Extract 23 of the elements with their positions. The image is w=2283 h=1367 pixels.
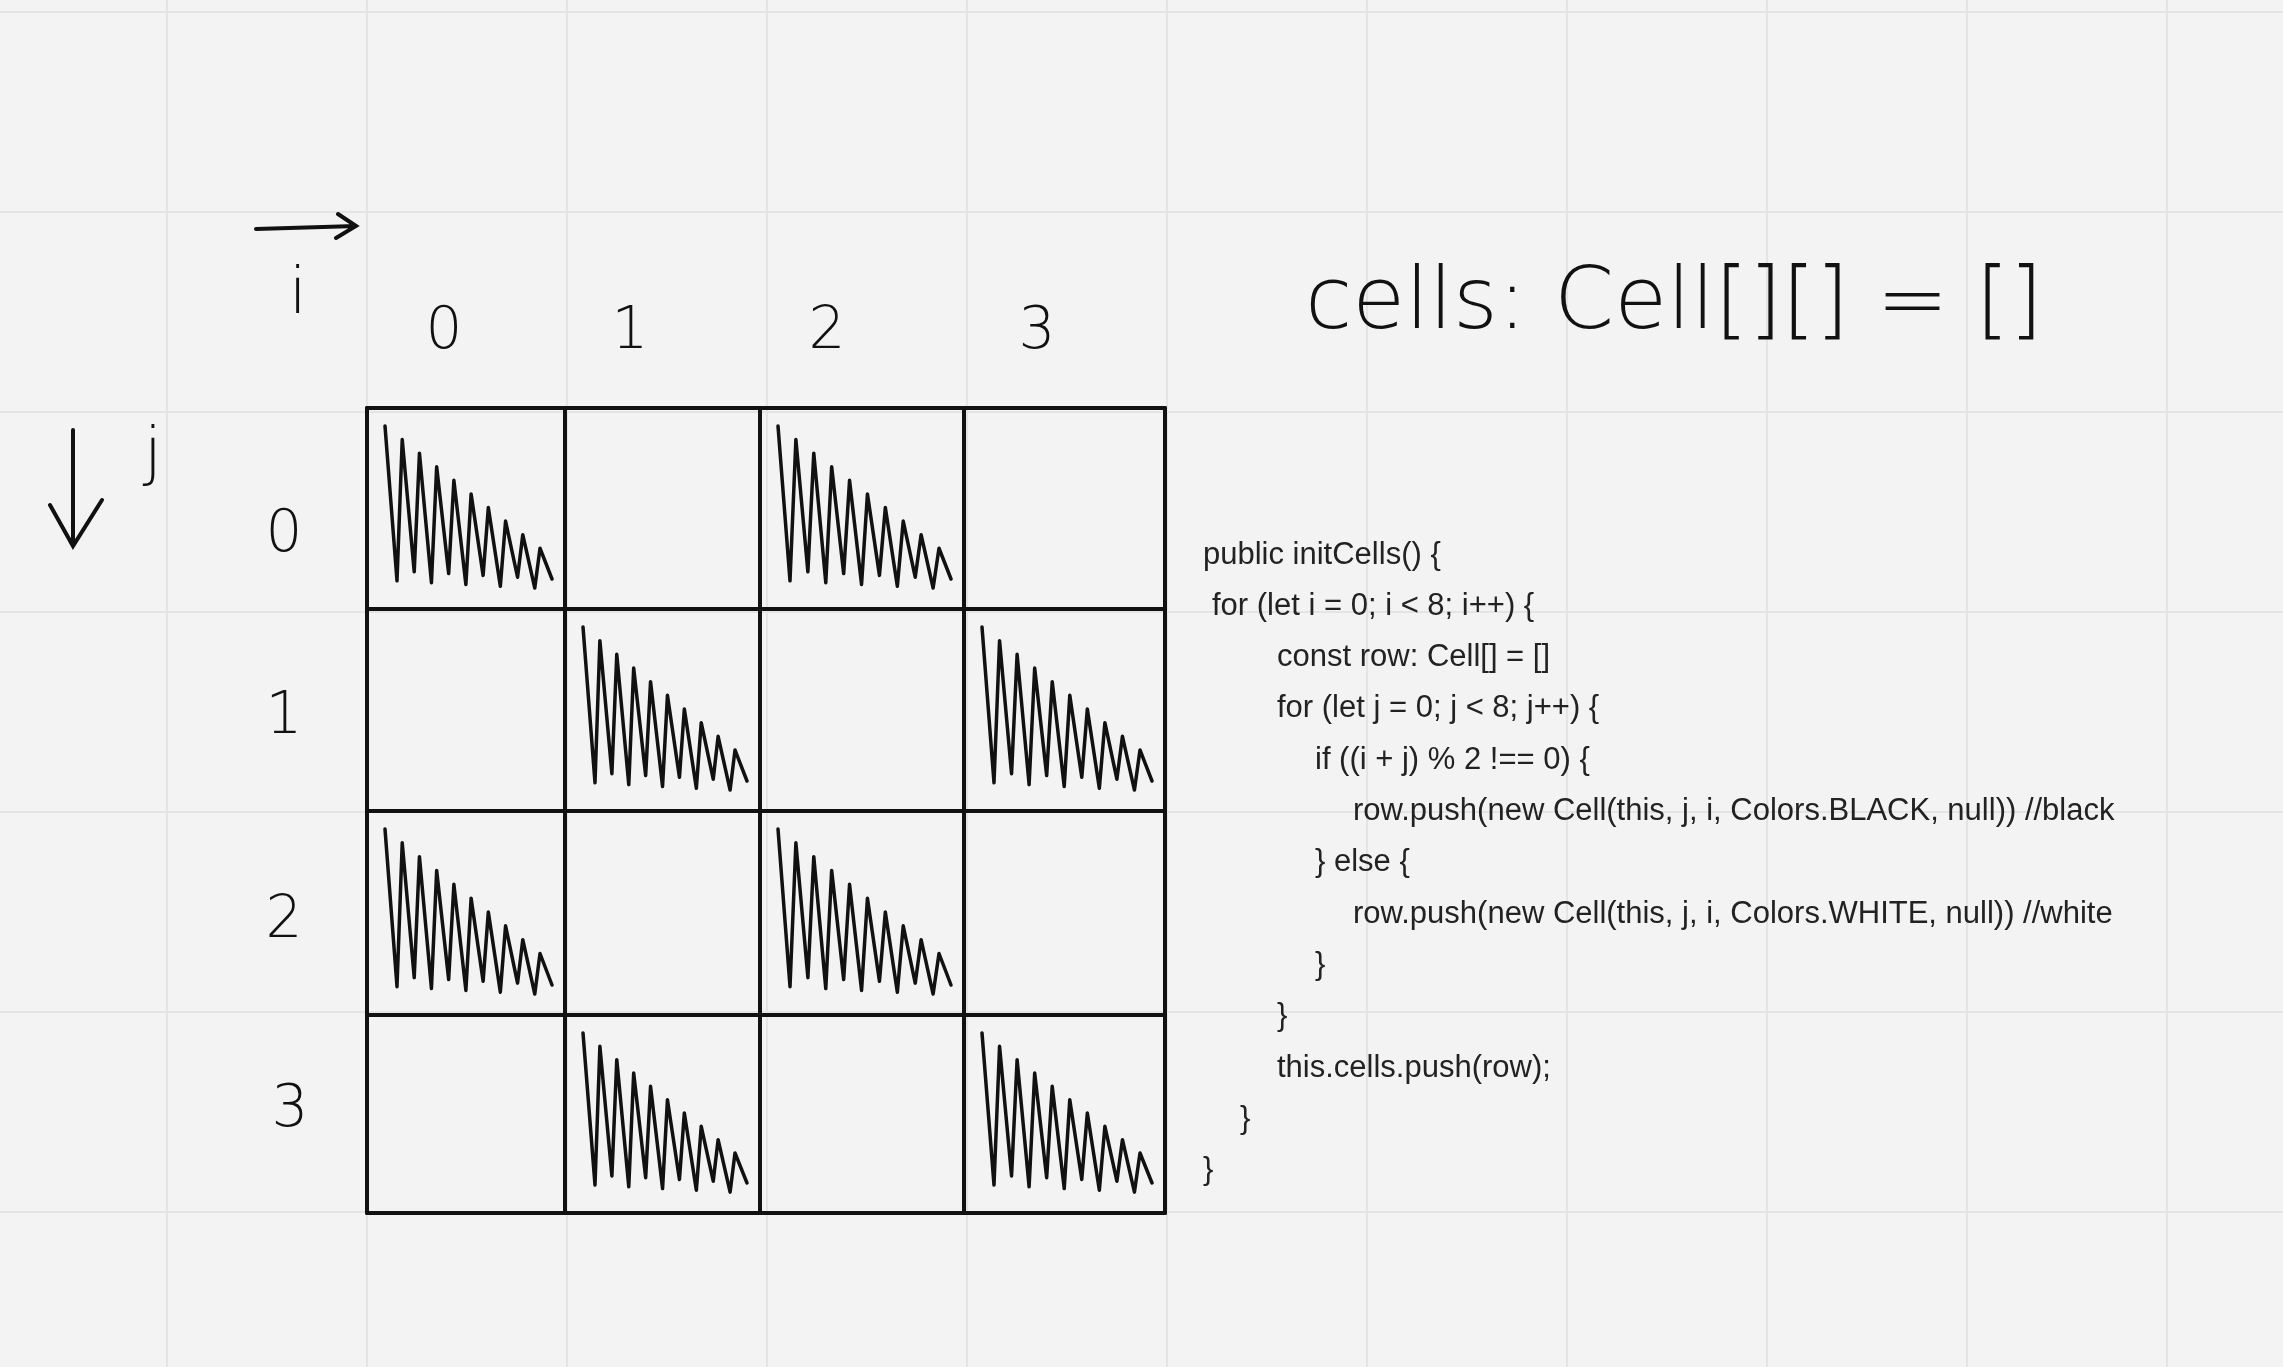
code-line: public initCells() { [1203,537,1441,569]
row-index: 1 [265,684,303,742]
code-line: for (let j = 0; j < 8; j++) { [1277,691,1600,723]
code-annotation: cells: Cell[][] = [] [1305,255,2043,341]
code-line: this.cells.push(row); [1277,1050,1551,1082]
code-line: if ((i + j) % 2 !== 0) { [1315,742,1590,774]
code-line: row.push(new Cell(this, j, i, Colors.WHITE, null)) //white [1353,896,2113,928]
column-index: 3 [1018,299,1056,357]
code-line: } [1203,1153,1214,1185]
column-index: 1 [611,299,649,357]
code-line: for (let i = 0; i < 8; i++) { [1212,588,1535,620]
code-line: row.push(new Cell(this, j, i, Colors.BLACK, null)) //black [1353,794,2115,825]
column-index: 0 [425,299,463,357]
column-index: 2 [808,299,846,357]
row-index: 0 [265,502,303,560]
row-index: 3 [271,1077,309,1135]
code-line: } [1315,947,1326,979]
code-line: const row: Cell[] = [] [1277,640,1551,672]
code-line: } else { [1315,845,1410,877]
code-line: } [1277,999,1288,1031]
code-line: } [1240,1101,1251,1133]
row-index: 2 [265,888,303,946]
axis-label: i [289,259,307,323]
